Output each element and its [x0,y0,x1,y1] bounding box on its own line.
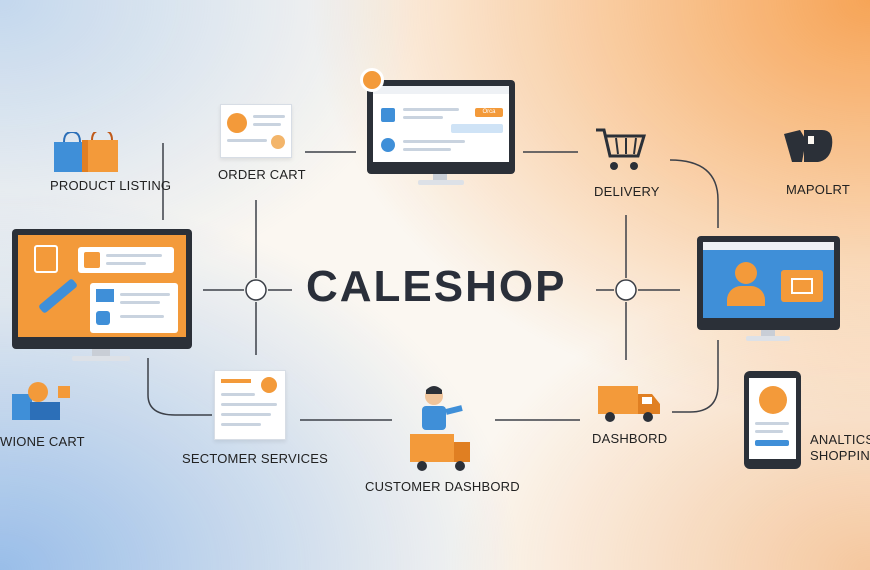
label-order-cart: ORDER CART [218,167,306,182]
right-monitor-screen [703,242,834,318]
junction-right [615,279,637,301]
order-button[interactable]: Orca [475,108,503,117]
person-icon [84,252,100,268]
lock-icon [96,311,110,325]
label-customer-dashbord: CUSTOMER DASHBORD [365,479,520,494]
bag-icon [34,245,58,273]
app-icon [381,108,395,122]
tablet-device [744,371,801,469]
location-pin-icon [360,68,384,92]
gear-icon [227,113,247,133]
top-monitor: Orca [367,80,515,174]
person-icon [727,262,765,308]
delivery-person-icon [404,386,476,472]
mail-icon [96,289,114,302]
label-sectomer-services: SECTOMER SERVICES [182,451,328,466]
right-monitor [697,236,840,330]
label-wione-cart: WIONE CART [0,434,85,449]
label-delivery: DELIVERY [594,184,660,199]
junction-left [245,279,267,301]
pen-icon [37,278,79,314]
robot-icon [8,380,74,422]
left-monitor-screen [18,235,186,337]
badge-icon [271,135,285,149]
label-analtics: ANALTICS [810,432,870,447]
delivery-truck-icon [596,384,662,424]
avatar [759,386,787,414]
clock-icon [381,138,395,152]
shopping-cart-icon [594,126,647,174]
message-card [90,283,178,333]
diagram-title: CALESHOP [306,262,567,311]
label-dashbord: DASHBORD [592,431,668,446]
label-product-listing: PRODUCT LISTING [50,178,172,193]
order-cart-document [220,104,292,158]
top-monitor-screen: Orca [373,86,509,162]
map-icon [782,126,834,166]
left-monitor [12,229,192,349]
shopping-bags-icon [52,128,122,174]
label-mapolrt: MAPOLRT [786,182,851,197]
storefront-icon [781,270,823,302]
label-shoppin: SHOPPIN [810,448,870,463]
services-document [214,370,286,440]
profile-card [78,247,174,273]
tablet-screen [749,378,796,459]
gear-icon [261,377,277,393]
